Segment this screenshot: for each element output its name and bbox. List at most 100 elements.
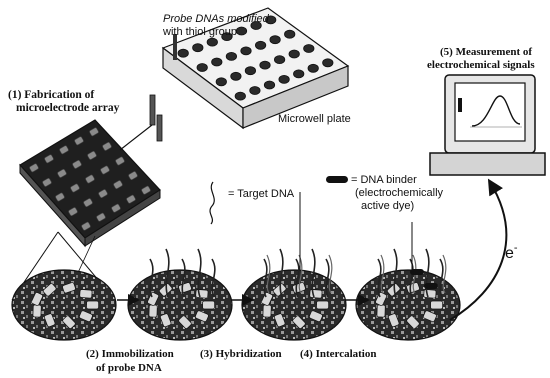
microwell: [215, 77, 227, 87]
microwell: [240, 46, 252, 56]
probe-dna-strand: [165, 248, 170, 298]
electrode-zoom-series: [11, 248, 461, 341]
step5-label-line2: electrochemical signals: [427, 59, 535, 71]
electrode-pad: [57, 169, 67, 178]
microwell: [235, 26, 248, 36]
probe-dna-strand: [263, 258, 268, 298]
electrode-pad: [113, 180, 123, 189]
microwell: [211, 57, 223, 67]
connector-pin-icon: [156, 114, 163, 142]
electrode-pad: [42, 178, 52, 187]
probe-dna-strand: [279, 248, 284, 298]
electrode-pad: [126, 194, 136, 204]
target-dna-strand: [412, 254, 417, 294]
probe-dna-strand: [377, 258, 382, 298]
electrode-pads: [29, 127, 151, 231]
electrode-pad: [141, 185, 151, 195]
microwell: [230, 71, 242, 81]
target-dna-strand: [442, 254, 447, 294]
target-dna-legend: = Target DNA: [228, 188, 295, 200]
microwell: [307, 63, 319, 73]
electrode-pad: [115, 156, 125, 166]
dna-binder-molecule: [410, 269, 424, 275]
probe-dna-strand: [311, 248, 316, 298]
microelectrode-array-chip: [19, 94, 163, 248]
microwell: [278, 75, 290, 84]
signal-indicator-icon: [458, 98, 462, 112]
dna-binder-legend-line1: = DNA binder: [351, 174, 417, 186]
connector-pin-icon: [149, 94, 156, 126]
microwell: [206, 37, 218, 47]
electrode-zoom-step-4: [241, 248, 347, 341]
microwell: [250, 21, 262, 30]
step4-label: (4) Intercalation: [300, 348, 376, 360]
dna-binder-molecule: [424, 283, 438, 289]
microwell: [196, 63, 208, 72]
electrode-pad: [44, 154, 54, 164]
probe-dna-strand: [149, 258, 154, 298]
electrode-pad: [128, 171, 138, 180]
electrode-pad: [100, 165, 110, 175]
microwell-grid: [177, 15, 334, 101]
microwell: [273, 55, 286, 64]
probe-dna-strand: [393, 248, 398, 298]
microwell: [263, 80, 276, 90]
microwell: [265, 15, 277, 25]
electrode-zoom-step-3: [127, 248, 233, 341]
probe-dna-strand: [197, 248, 202, 298]
microwell: [284, 29, 296, 39]
microwell: [293, 69, 305, 79]
microwell-plate-label: Microwell plate: [278, 113, 351, 125]
electrode-pad: [96, 212, 106, 222]
electrode-pad: [102, 142, 112, 151]
electrode-pad: [85, 174, 95, 184]
target-dna-symbol: [209, 181, 215, 225]
electron-label: e-: [505, 242, 518, 262]
step5-label-line1: (5) Measurement of: [440, 46, 532, 58]
probe-dna-strand: [439, 258, 444, 298]
probe-dna-strand: [325, 258, 330, 298]
probe-dna-strand: [409, 258, 414, 298]
electrode-pad: [98, 189, 108, 198]
target-dna-strand: [328, 254, 333, 294]
electrode-pad: [70, 183, 80, 193]
microwell: [177, 48, 189, 58]
probe-label-line1: Probe DNAs modified: [163, 13, 270, 25]
step1-label-line1: (1) Fabrication of: [8, 89, 94, 101]
electrode-pad: [74, 136, 84, 146]
probe-dna-strand: [181, 258, 186, 298]
pipette-tip-icon: [173, 34, 177, 60]
signal-curve: [471, 95, 521, 127]
electrode-pad: [111, 203, 121, 213]
microwell: [244, 66, 256, 76]
dna-binder-legend-line2: (electrochemically: [355, 187, 444, 199]
electrode-pad: [68, 207, 78, 216]
microwell-plate: [161, 7, 350, 130]
electrode-pad: [72, 160, 82, 169]
electrode-zoom-step-2: [11, 269, 117, 341]
probe-dna-strand: [211, 258, 216, 298]
electrode-pad: [87, 151, 97, 160]
microwell: [225, 52, 237, 61]
electrode-pad: [59, 145, 69, 155]
microwell: [192, 43, 204, 53]
electrode-zoom-step-5: [355, 248, 461, 341]
dna-binder-legend-line3: active dye): [361, 200, 414, 212]
microwell: [288, 49, 300, 59]
microwell: [322, 58, 334, 68]
measurement-computer: [429, 74, 546, 176]
probe-dna-strand: [295, 258, 300, 298]
step1-label-line2: microelectrode array: [16, 102, 120, 114]
electrode-pad: [81, 221, 91, 231]
step2-label-line1: (2) Immobilization: [86, 348, 174, 360]
electrode-pad: [89, 127, 99, 137]
microwell: [255, 40, 267, 50]
dna-binder-symbol: [326, 176, 348, 183]
probe-label-line2: with thiol group: [162, 26, 237, 38]
computer-base: [429, 152, 546, 176]
step3-label: (3) Hybridization: [200, 348, 282, 360]
probe-leader-line: [119, 124, 153, 151]
electrode-pad: [29, 163, 39, 173]
microwell: [221, 32, 233, 41]
